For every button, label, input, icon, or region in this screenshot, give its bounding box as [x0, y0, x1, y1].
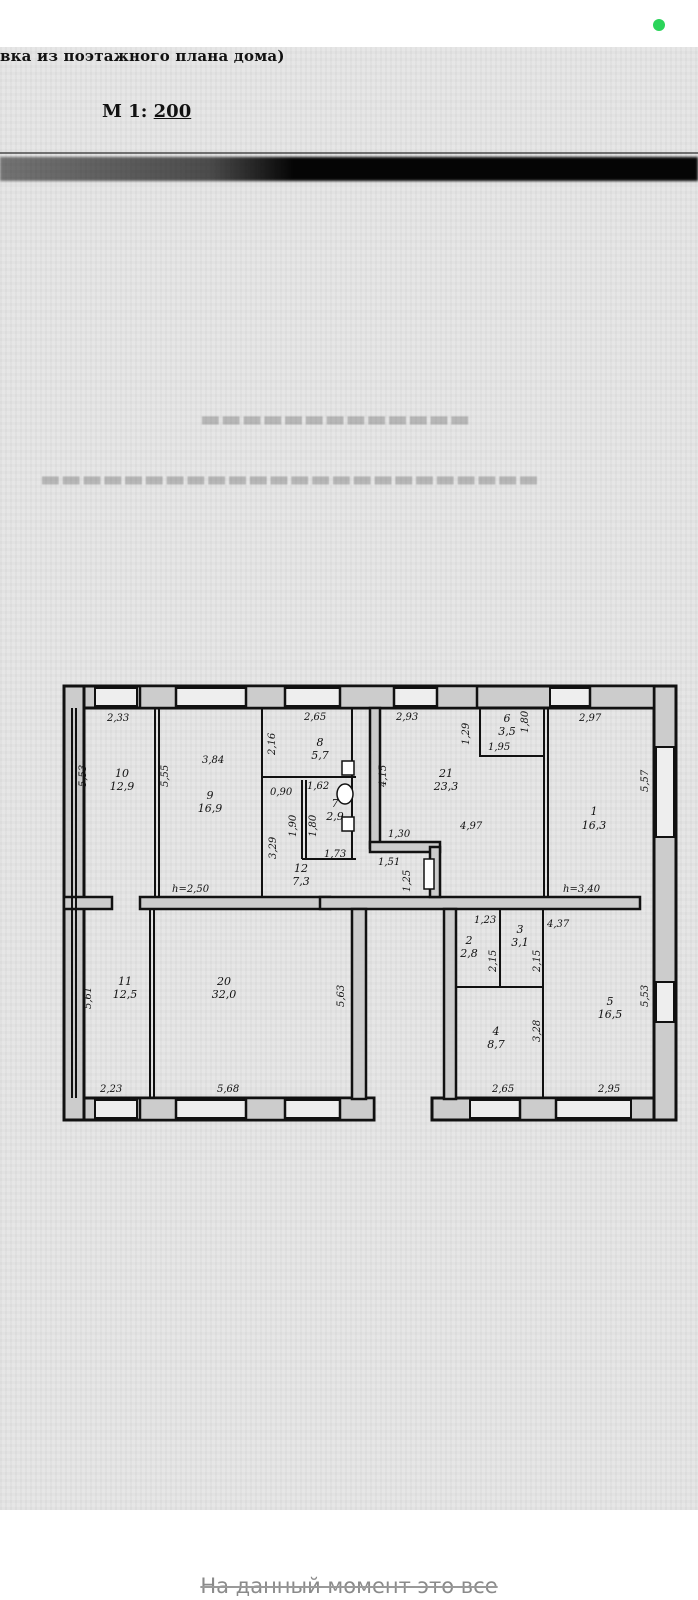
dimension-label: 5,53: [640, 985, 651, 1007]
dimension-label: 2,23: [99, 1084, 122, 1095]
dimension-label: 1,29: [461, 722, 472, 745]
dimension-label: 1,51: [378, 857, 400, 868]
room-area: 23,3: [433, 780, 459, 793]
dimension-label: 3,84: [202, 755, 224, 766]
room-number: 10: [115, 767, 129, 780]
room-area: 7,3: [292, 875, 310, 888]
scale-label: М 1: 200: [102, 101, 191, 122]
dimension-label: 4,97: [459, 821, 483, 832]
document-title: вка из поэтажного плана дома): [0, 47, 285, 65]
room-area: 16,5: [598, 1008, 623, 1021]
dimension-label: 1,30: [388, 829, 411, 840]
dimension-label: 5,63: [336, 985, 347, 1007]
room-number: 7: [332, 797, 339, 810]
dimension-label: 2,33: [106, 713, 129, 724]
room-number: 1: [591, 805, 598, 818]
room-area: 5,7: [311, 749, 329, 762]
dimension-label: 1,90: [288, 814, 299, 837]
room-area: 3,1: [511, 936, 529, 949]
room-number: 21: [438, 767, 453, 780]
dimension-label: 2,15: [488, 950, 499, 973]
dimension-label: 2,95: [597, 1084, 620, 1095]
dimension-label: 1,62: [307, 781, 329, 792]
height-label: h=2,50: [172, 884, 210, 895]
dimension-label: 2,97: [578, 713, 602, 724]
scale-prefix: М 1:: [102, 101, 148, 122]
dimension-label: 1,23: [474, 915, 496, 926]
dimension-label: 1,80: [520, 710, 531, 733]
dimension-label: 2,93: [395, 712, 418, 723]
scale-value: 200: [153, 101, 192, 122]
floor-plan-photo: вка из поэтажного плана дома) М 1: 200 ▬…: [0, 47, 698, 1510]
scan-smear-line: [0, 152, 698, 154]
status-indicator-dot: [653, 19, 665, 31]
room-number: 5: [607, 995, 614, 1008]
room-number: 3: [517, 923, 524, 936]
photo-caption: На данный момент это все: [0, 1574, 698, 1598]
height-label: h=3,40: [563, 884, 601, 895]
room-number: 20: [216, 975, 231, 988]
faded-background-text: ▬▬▬▬▬▬▬▬▬▬▬▬▬: [200, 407, 471, 432]
room-area: 12,9: [110, 780, 135, 793]
dimension-label: 4,15: [378, 765, 389, 788]
room-area: 2,8: [459, 947, 478, 960]
room-number: 8: [317, 736, 324, 749]
dimension-label: 0,90: [270, 787, 293, 798]
room-number: 12: [294, 862, 308, 875]
dimension-label: 3,28: [532, 1020, 543, 1042]
dimension-label: 5,68: [217, 1084, 239, 1095]
dimension-label: 2,65: [303, 712, 326, 723]
room-area: 3,5: [498, 725, 516, 738]
room-area: 12,5: [113, 988, 138, 1001]
dimension-label: 2,65: [491, 1084, 514, 1095]
room-number: 4: [492, 1025, 500, 1038]
dimension-label: 1,80: [308, 814, 319, 837]
room-number: 6: [504, 712, 511, 725]
photo-texture: [0, 47, 698, 1510]
room-area: 32,0: [212, 988, 237, 1001]
floor-plan-drawing: 2,33 2,65 2,93 2,97 5,53 3,84 5,55 2,16 …: [62, 684, 678, 1122]
room-number: 11: [118, 975, 132, 988]
dimension-label: 1,25: [402, 870, 413, 892]
dimension-label: 2,15: [532, 950, 543, 973]
dimension-label: 5,53: [78, 765, 89, 787]
dimension-label: 5,57: [640, 769, 651, 792]
dimension-label: 2,16: [267, 732, 278, 756]
dimension-label: 1,95: [488, 742, 510, 753]
dimension-label: 5,55: [160, 765, 171, 787]
room-area: 8,7: [487, 1038, 505, 1051]
dimension-label: 4,37: [546, 919, 570, 930]
faded-background-text: ▬▬▬▬▬▬▬▬▬▬▬▬▬▬▬▬▬▬▬▬▬▬▬▬: [40, 467, 539, 492]
room-number: 9: [207, 789, 214, 802]
room-area: 16,3: [582, 819, 607, 832]
scan-smear: [0, 157, 698, 181]
dimension-label: 1,73: [324, 849, 346, 860]
bottom-area: [0, 1510, 698, 1600]
dimension-label: 3,29: [268, 836, 279, 859]
room-number: 2: [465, 934, 473, 947]
dimension-label: 5,61: [83, 987, 94, 1009]
room-area: 2,9: [325, 810, 344, 823]
caption-text: На данный момент это все: [200, 1574, 498, 1598]
room-area: 16,9: [198, 802, 223, 815]
